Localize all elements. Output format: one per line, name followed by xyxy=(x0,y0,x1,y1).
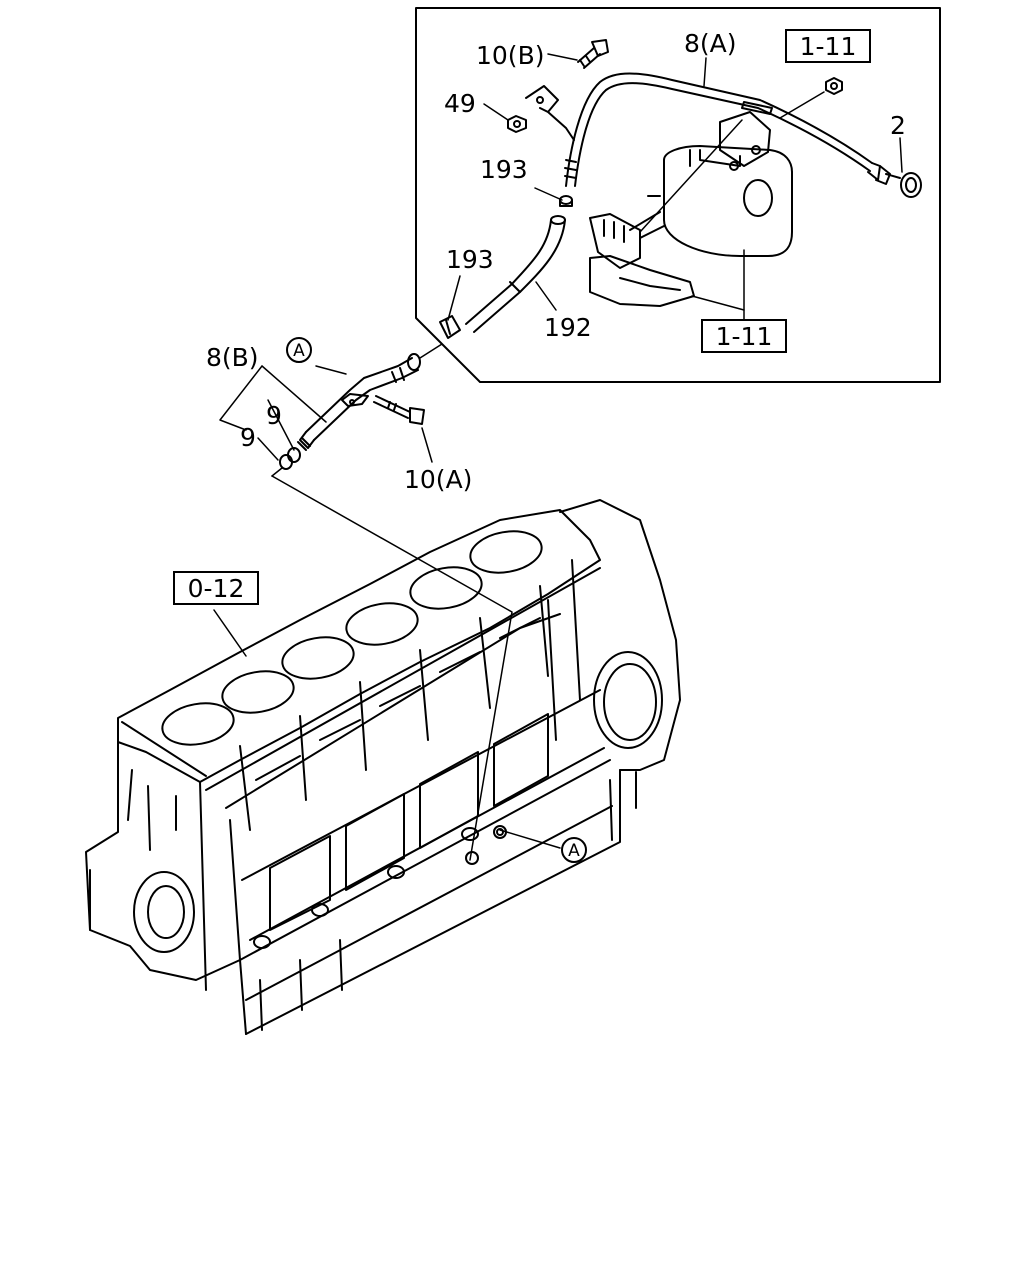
nut-49 xyxy=(507,115,527,133)
label-9-lower: 9 xyxy=(240,423,256,452)
label-193-upper: 193 xyxy=(480,155,528,184)
hose-192 xyxy=(465,215,566,333)
label-8a: 8(A) xyxy=(684,29,737,58)
clip-193-upper xyxy=(559,195,573,207)
label-2: 2 xyxy=(890,111,906,140)
ref-box-block xyxy=(173,571,259,605)
cylinder-block xyxy=(85,499,681,1035)
clip-193-lower xyxy=(439,315,461,339)
label-9-upper: 9 xyxy=(266,401,282,430)
callout-a-top-circle xyxy=(286,337,312,363)
label-192: 192 xyxy=(544,313,592,342)
ref-box-bottom xyxy=(701,319,787,353)
ref-box-top xyxy=(785,29,871,63)
pipe-8b xyxy=(297,353,421,451)
inset-frame xyxy=(415,7,941,383)
label-10a: 10(A) xyxy=(404,465,472,494)
callout-a-top-letter: A xyxy=(293,341,305,361)
label-8b: 8(B) xyxy=(206,343,259,372)
leader-lines-outer xyxy=(213,365,561,861)
callout-a-bottom-circle xyxy=(561,837,587,863)
bolt-10b xyxy=(577,39,609,69)
dipstick-handle-2 xyxy=(885,172,922,198)
label-ref-top: 1-11 xyxy=(800,32,857,61)
pipe-8a xyxy=(564,72,891,187)
separator-assembly xyxy=(589,111,793,307)
label-10b: 10(B) xyxy=(476,41,544,70)
callout-a-bottom-letter: A xyxy=(568,841,580,861)
bolt-10a xyxy=(373,395,425,425)
label-ref-block: 0-12 xyxy=(188,574,245,603)
label-193-lower: 193 xyxy=(446,245,494,274)
pipe-bracket-upper xyxy=(525,85,575,141)
pipe-8b-to-clip xyxy=(419,343,443,359)
nut-top xyxy=(825,77,843,95)
o-rings-9 xyxy=(279,447,301,470)
label-49: 49 xyxy=(444,89,476,118)
leader-lines-inset xyxy=(447,53,903,321)
label-ref-bottom: 1-11 xyxy=(716,322,773,351)
